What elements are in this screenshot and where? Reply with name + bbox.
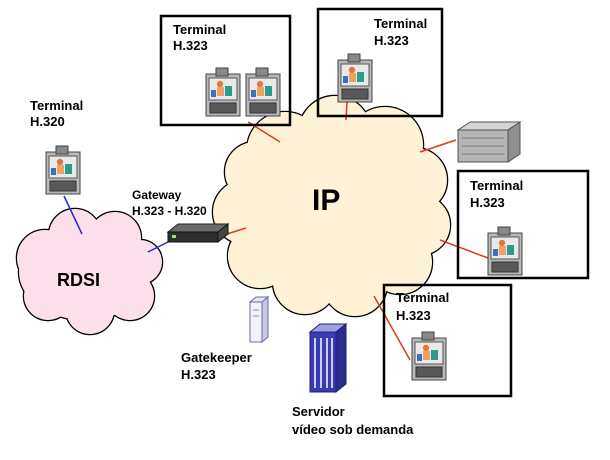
terminal-h320-line2: H.320: [30, 114, 65, 129]
link-rdsi-gateway: [147, 240, 171, 253]
terminal-h320-line1: Terminal: [30, 98, 83, 113]
videophone-terminal-icon: [45, 145, 81, 195]
terminal-h323-4: Terminal H.323: [382, 283, 513, 398]
videophone-terminal-icon: [205, 67, 241, 117]
terminal-frame: [316, 7, 444, 118]
videophone-terminal-icon: [411, 331, 447, 381]
videophone-terminal-icon: [245, 67, 281, 117]
videophone-terminal-icon: [337, 53, 373, 103]
gateway-line2: H.323 - H.320: [132, 204, 207, 218]
terminal-h323-2-line2: H.323: [374, 33, 409, 48]
terminal-h323-4-line2: H.323: [396, 308, 431, 323]
videophone-terminal-icon: [487, 226, 523, 276]
terminal-h320: Terminal H.320: [30, 98, 83, 195]
mcu-rack-icon: [456, 121, 522, 163]
terminal-h323-2-line1: Terminal: [374, 16, 427, 31]
video-server-icon: [308, 322, 348, 394]
terminal-frame: [456, 169, 590, 280]
ip-label: IP: [312, 184, 340, 217]
server-line2: vídeo sob demanda: [292, 422, 414, 437]
terminal-h323-2: Terminal H.323: [316, 7, 444, 118]
terminal-h323-3: Terminal H.323: [456, 169, 590, 280]
terminal-frame: [382, 283, 513, 398]
video-server: Servidor vídeo sob demanda: [292, 322, 414, 437]
gateway-device-icon: [166, 222, 230, 244]
link-mcu-ip: [419, 139, 457, 153]
terminal-h323-3-line1: Terminal: [470, 178, 523, 193]
terminal-frame: [159, 14, 292, 127]
gatekeeper: Gatekeeper H.323: [181, 295, 270, 382]
terminal-h323-1-line2: H.323: [173, 38, 208, 53]
terminal-h323-1: Terminal H.323: [159, 14, 292, 127]
gatekeeper-line1: Gatekeeper: [181, 350, 252, 365]
gateway: Gateway H.323 - H.320: [132, 188, 230, 244]
server-line1: Servidor: [292, 404, 345, 419]
rdsi-label: RDSI: [57, 270, 100, 290]
gateway-line1: Gateway: [132, 188, 182, 202]
terminal-h323-4-line1: Terminal: [396, 290, 449, 305]
link-gateway-ip: [226, 227, 247, 235]
terminal-h323-3-line2: H.323: [470, 195, 505, 210]
gatekeeper-tower-icon: [248, 295, 270, 344]
link-terminal4-ip: [373, 295, 411, 361]
gatekeeper-line2: H.323: [181, 367, 216, 382]
link-terminal3-ip: [439, 239, 489, 259]
terminal-h323-1-line1: Terminal: [173, 22, 226, 37]
link-h320-rdsi: [63, 195, 83, 235]
